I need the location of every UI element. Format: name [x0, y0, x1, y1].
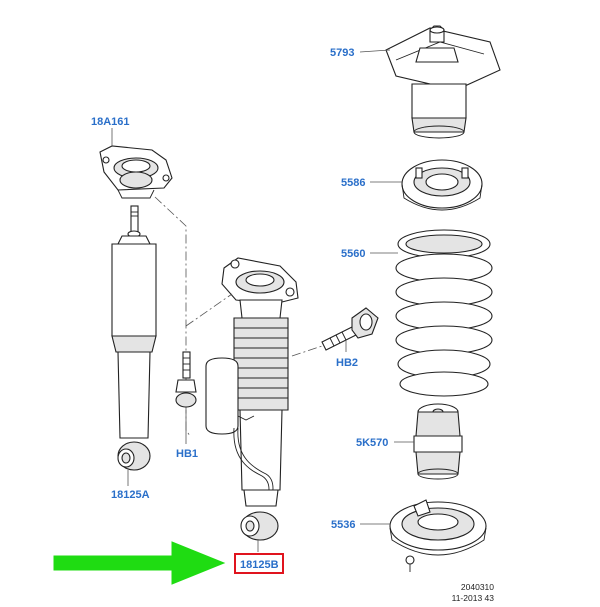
label-bolt-hb1: HB1 — [176, 448, 198, 460]
label-bolt-hb2: HB2 — [336, 357, 358, 369]
label-lower-seat: 5536 — [331, 519, 355, 531]
label-shock-absorber-right: 18125B — [240, 559, 279, 571]
leader-lines — [111, 49, 414, 552]
centerline-left — [154, 196, 191, 437]
lower-seat-part — [389, 499, 487, 572]
label-top-mount: 5793 — [330, 47, 354, 59]
centerline-hb2 — [291, 345, 323, 357]
label-shock-absorber-left: 18125A — [111, 489, 150, 501]
bolt-hb1-part — [175, 351, 197, 408]
label-shock-mount: 18A161 — [91, 116, 130, 128]
shock-absorber-left-part — [111, 205, 157, 471]
bump-stop-part — [413, 403, 463, 480]
reference-date: 11-2013 43 — [452, 593, 495, 603]
label-coil-spring: 5560 — [341, 248, 365, 260]
label-bump-stop: 5K570 — [356, 437, 388, 449]
shock-absorber-right-part — [205, 257, 299, 541]
top-mount-part — [385, 25, 501, 139]
highlight-box — [234, 553, 284, 574]
reference-code: 2040310 — [461, 582, 494, 592]
label-upper-seat: 5586 — [341, 177, 365, 189]
part-labels: 18A161 5793 5586 5560 5K570 5536 HB1 HB2… — [91, 47, 388, 571]
green-arrow-icon — [53, 541, 226, 585]
shock-mount-part — [99, 145, 173, 199]
coil-spring-part — [395, 229, 493, 397]
bolt-hb2-part — [321, 307, 379, 351]
centerline-right — [185, 293, 233, 327]
upper-seat-part — [401, 159, 483, 211]
